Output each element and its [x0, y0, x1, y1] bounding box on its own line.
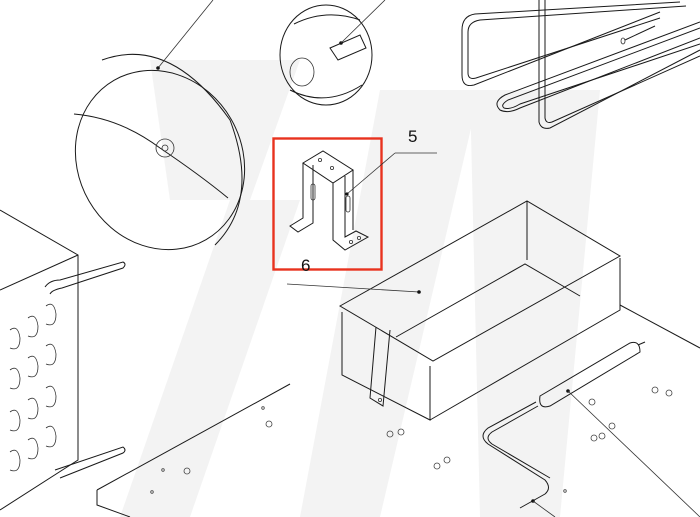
base-plate — [96, 304, 700, 517]
filter-drier — [482, 341, 700, 517]
coil-return-bends — [9, 303, 57, 472]
mounting-bracket — [289, 150, 437, 251]
callout-label-6: 6 — [301, 256, 311, 275]
fan-motor — [279, 0, 386, 106]
callout-label-5: 5 — [408, 127, 418, 146]
condenser-coil — [0, 209, 126, 511]
fan-guard-disc — [73, 0, 246, 251]
highlight-box — [272, 137, 383, 271]
evaporator-coil-tubes — [461, 0, 700, 129]
drain-tray — [286, 200, 622, 421]
